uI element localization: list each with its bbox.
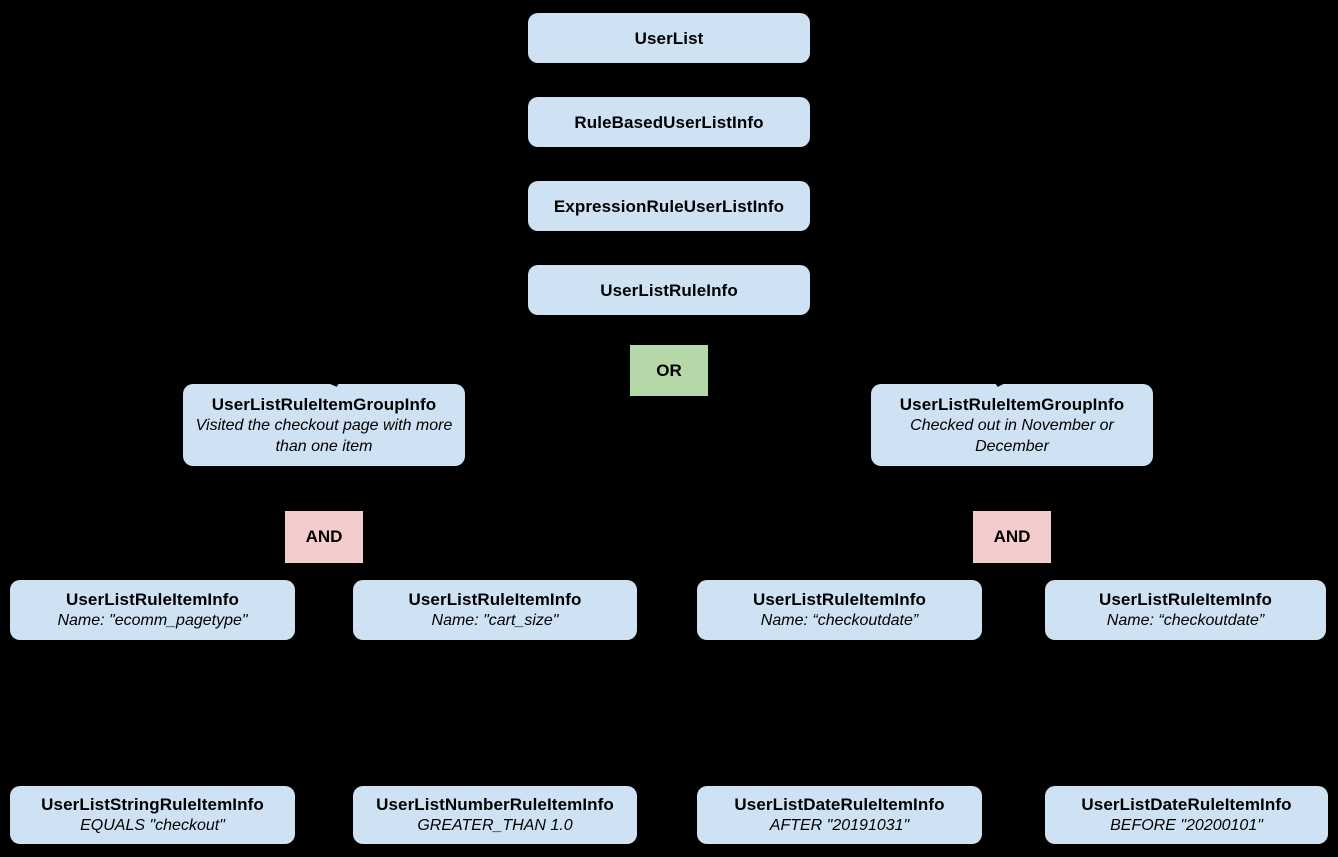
node-rulebaseduserlistinfo: RuleBasedUserListInfo	[528, 97, 810, 147]
node-title: UserList	[634, 28, 704, 48]
node-ruleitem-checkoutdate-1: UserListRuleItemInfo Name: “checkoutdate…	[697, 580, 982, 640]
node-dateruleitem-before: UserListDateRuleItemInfo BEFORE "2020010…	[1045, 786, 1328, 844]
node-description: Visited the checkout page with more than…	[195, 416, 453, 455]
node-title: UserListRuleItemInfo	[1099, 590, 1272, 609]
and-operator-right: AND	[973, 511, 1051, 563]
node-description: Name: "ecomm_pagetype"	[57, 612, 248, 629]
node-title: UserListDateRuleItemInfo	[734, 795, 945, 814]
node-title: UserListRuleItemGroupInfo	[899, 394, 1125, 414]
node-title: UserListRuleItemInfo	[66, 590, 239, 609]
node-group-left: UserListRuleItemGroupInfo Visited the ch…	[183, 384, 465, 466]
node-userlist: UserList	[528, 13, 810, 63]
node-title: UserListRuleItemInfo	[408, 590, 582, 609]
node-ruleitem-ecomm-pagetype: UserListRuleItemInfo Name: "ecomm_pagety…	[10, 580, 295, 640]
node-description: Name: "cart_size"	[431, 612, 559, 629]
or-label: OR	[656, 360, 682, 380]
node-title: UserListNumberRuleItemInfo	[376, 795, 614, 814]
node-userlistruleinfo: UserListRuleInfo	[528, 265, 810, 315]
node-description: EQUALS "checkout"	[80, 817, 225, 834]
node-title: UserListRuleItemInfo	[753, 590, 926, 609]
node-stringruleitem: UserListStringRuleItemInfo EQUALS "check…	[10, 786, 295, 844]
node-ruleitem-cart-size: UserListRuleItemInfo Name: "cart_size"	[353, 580, 637, 640]
and-label: AND	[305, 527, 343, 546]
node-title: UserListRuleInfo	[600, 280, 738, 300]
node-title: ExpressionRuleUserListInfo	[553, 196, 785, 216]
node-title: UserListRuleItemGroupInfo	[211, 394, 437, 414]
node-description: Name: “checkoutdate”	[1106, 612, 1265, 629]
node-dateruleitem-after: UserListDateRuleItemInfo AFTER "20191031…	[697, 786, 982, 844]
node-title: UserListStringRuleItemInfo	[41, 795, 264, 814]
node-title: UserListDateRuleItemInfo	[1081, 795, 1292, 814]
or-operator: OR	[630, 345, 708, 396]
node-title: RuleBasedUserListInfo	[574, 112, 764, 132]
and-operator-left: AND	[285, 511, 363, 563]
node-numberruleitem: UserListNumberRuleItemInfo GREATER_THAN …	[353, 786, 637, 844]
node-description: Checked out in November or December	[910, 416, 1114, 455]
node-description: GREATER_THAN 1.0	[417, 817, 573, 834]
node-expressionruleuserlistinfo: ExpressionRuleUserListInfo	[528, 181, 810, 231]
node-group-right: UserListRuleItemGroupInfo Checked out in…	[871, 384, 1153, 466]
node-description: Name: “checkoutdate”	[760, 612, 919, 629]
node-description: BEFORE "20200101"	[1110, 817, 1263, 834]
node-description: AFTER "20191031"	[769, 817, 910, 834]
node-ruleitem-checkoutdate-2: UserListRuleItemInfo Name: “checkoutdate…	[1045, 580, 1326, 640]
and-label: AND	[993, 527, 1031, 546]
